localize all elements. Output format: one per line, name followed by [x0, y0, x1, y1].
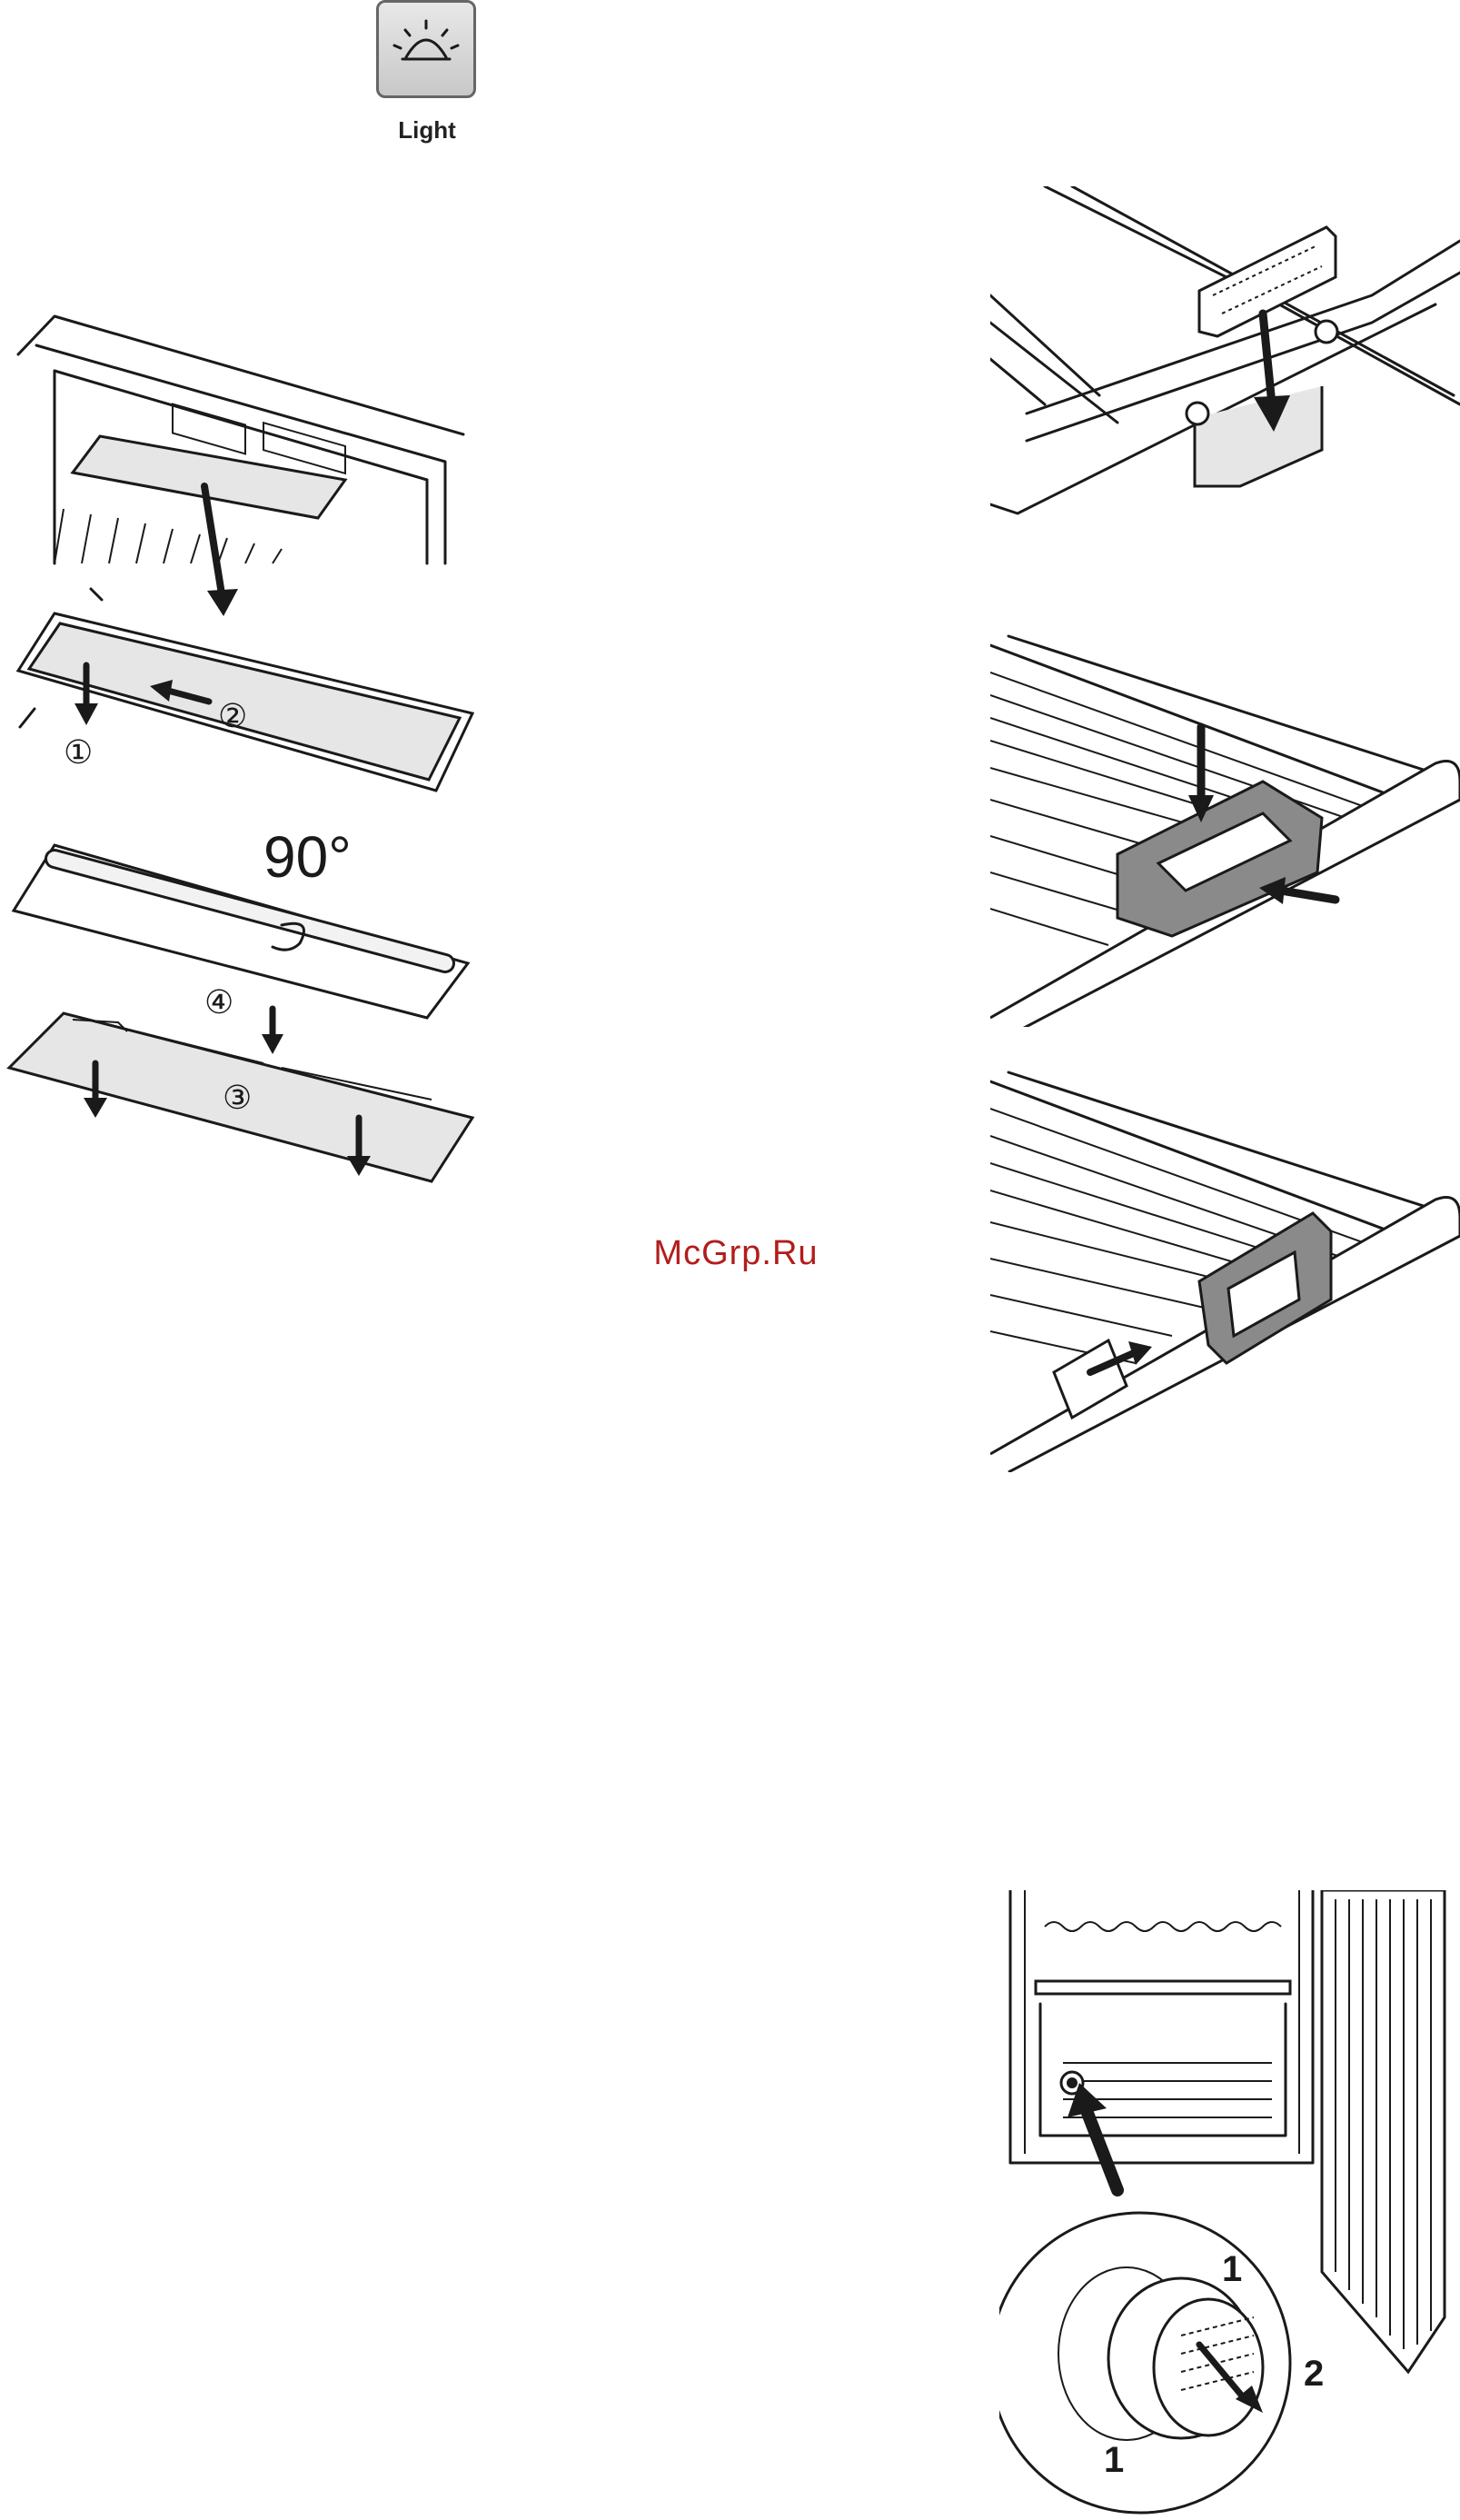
fan-step-2-label: 2	[1304, 2354, 1324, 2394]
shelf-clip-illustration-2	[990, 618, 1460, 1027]
step-1-label: ①	[64, 733, 93, 771]
light-button	[376, 0, 476, 98]
step-3-label: ③	[223, 1079, 252, 1116]
shelf-clip-illustration-3	[990, 1054, 1460, 1472]
fan-cover-detail-drawing	[999, 2213, 1290, 2513]
watermark: McGrp.Ru	[636, 1234, 836, 1273]
fan-step-1-top-label: 1	[1222, 2249, 1242, 2289]
fan-cover-illustration: 1 1 2	[999, 1890, 1460, 2520]
fridge-top-drawing	[18, 316, 463, 563]
fan-step-1-bottom-label: 1	[1104, 2440, 1124, 2480]
lamp-tube-drawing	[14, 845, 468, 1018]
step-4-label: ④	[204, 983, 233, 1021]
step-2-label: ②	[218, 697, 247, 734]
light-button-label: Light	[363, 116, 491, 144]
angle-label: 90°	[263, 824, 352, 890]
shelf-label-illustration-1	[990, 186, 1460, 536]
lamp-replacement-illustration: ① ② 90° ④ ③	[0, 300, 491, 1200]
light-icon	[379, 3, 473, 95]
